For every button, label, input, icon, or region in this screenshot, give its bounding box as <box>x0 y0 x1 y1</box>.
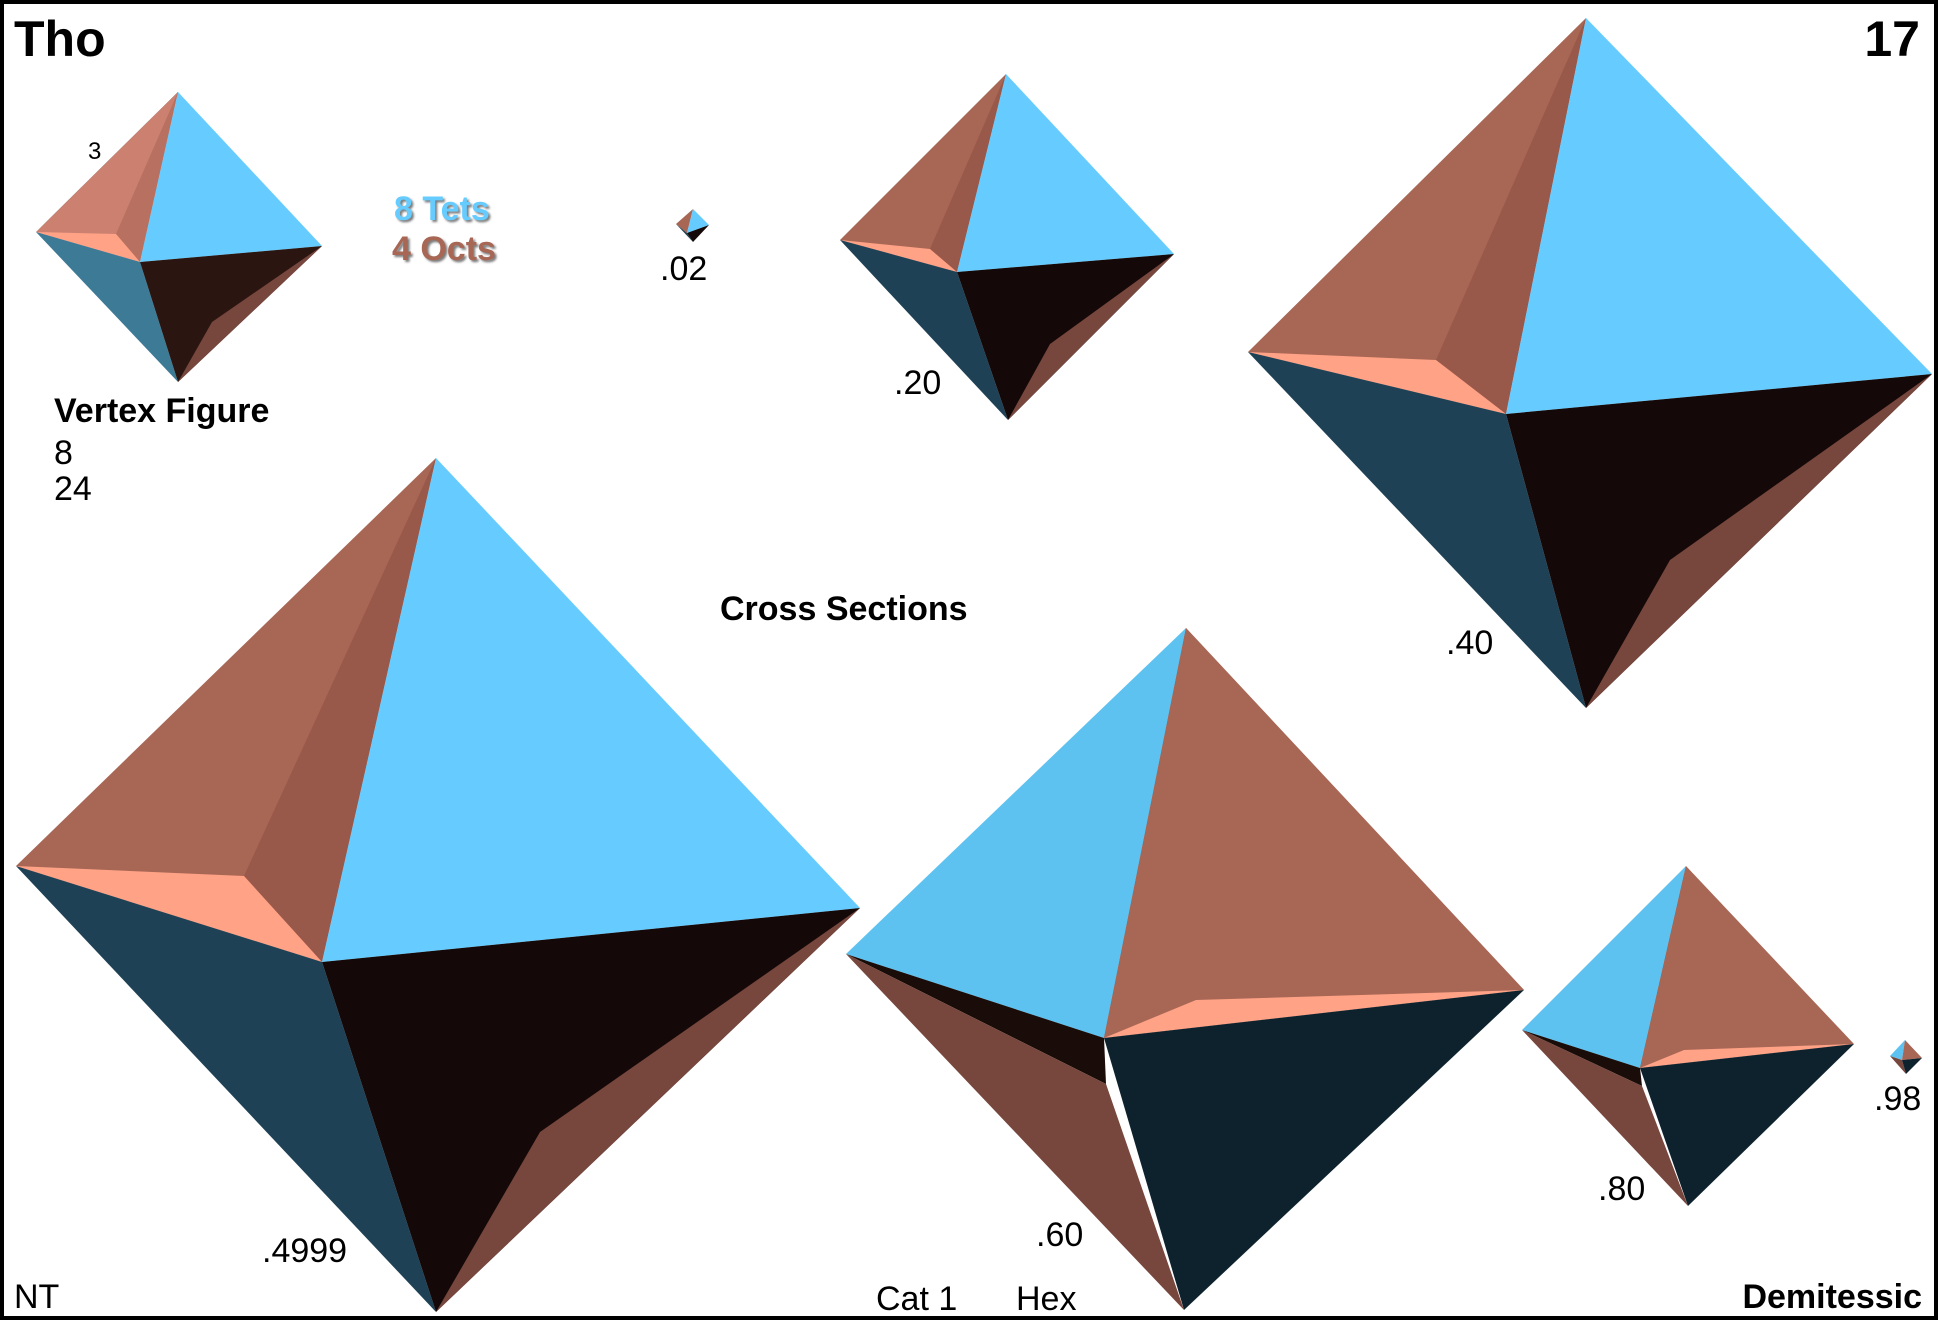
section-60-octahedron <box>846 628 1524 1310</box>
vf-oct-inner <box>116 92 178 262</box>
section-label-4999: .4999 <box>262 1232 348 1270</box>
page-number: 17 <box>1864 11 1920 67</box>
s98-oct-face <box>1902 1040 1922 1060</box>
section-label-02: .02 <box>660 250 708 288</box>
footer-type: Hex <box>1016 1280 1077 1318</box>
s98-dark-teal <box>1902 1058 1922 1074</box>
s20-tet-shadow <box>840 240 1008 420</box>
s60-oct-face-2 <box>1186 628 1524 990</box>
s02-dark-face <box>687 225 709 242</box>
s20-oct-inner <box>930 74 1006 272</box>
s02-tet-shadow <box>676 224 693 242</box>
vertex-figure-edge-label: 3 <box>88 138 102 165</box>
s4999-oct-edge <box>436 908 860 1312</box>
s4999-tet-face <box>322 458 860 962</box>
s60-oct-lower <box>846 954 1184 1310</box>
vf-tet-shadow <box>36 232 178 382</box>
s40-oct-inner <box>1436 18 1586 414</box>
cross-sections-title: Cross Sections <box>720 590 968 628</box>
section-label-40: .40 <box>1446 624 1494 662</box>
s40-tet-face <box>1506 18 1932 414</box>
section-98-octahedron <box>1890 1040 1922 1074</box>
section-label-80: .80 <box>1598 1170 1646 1208</box>
s40-tet-shadow <box>1248 352 1586 708</box>
footer-left: NT <box>14 1278 60 1316</box>
vertex-figure-value-2: 24 <box>54 470 92 508</box>
section-40-octahedron <box>1248 18 1932 708</box>
s02-oct-face <box>676 209 693 233</box>
footer-category: Cat 1 <box>876 1280 958 1318</box>
s4999-oct-inner <box>244 458 436 962</box>
s98-tet-face <box>1890 1040 1905 1060</box>
section-label-60: .60 <box>1036 1216 1084 1254</box>
vf-tet-face <box>140 92 322 262</box>
section-label-98: .98 <box>1874 1080 1922 1118</box>
vertex-figure-value-1: 8 <box>54 434 73 472</box>
section-20-octahedron <box>840 74 1174 420</box>
cross-section-artwork <box>16 18 1932 1312</box>
vertex-figure-octahedron <box>36 92 322 382</box>
s80-oct-lower <box>1522 1030 1688 1206</box>
s80-dark-teal <box>1640 1044 1854 1206</box>
section-80-octahedron <box>1522 866 1854 1206</box>
legend-octs: 4 Octs <box>392 230 496 268</box>
s20-oct-edge <box>1008 254 1174 420</box>
vf-oct-edge <box>178 246 322 382</box>
s98-oct-lower <box>1890 1056 1906 1074</box>
s20-tet-face <box>957 74 1174 272</box>
s80-oct-face <box>1640 866 1854 1068</box>
s40-oct-edge <box>1586 374 1932 708</box>
footer-right: Demitessic <box>1742 1278 1922 1316</box>
legend-tets: 8 Tets <box>394 190 490 228</box>
section-02-octahedron <box>676 209 709 242</box>
s60-tet-face <box>846 628 1186 1038</box>
section-label-20: .20 <box>894 364 942 402</box>
shape-title: Tho <box>14 11 106 67</box>
s80-tet-face <box>1522 866 1686 1068</box>
s4999-tet-shadow <box>16 866 436 1312</box>
section-4999-octahedron <box>16 458 860 1312</box>
vertex-figure-heading: Vertex Figure <box>54 392 270 430</box>
s60-dark-teal <box>1104 990 1524 1310</box>
